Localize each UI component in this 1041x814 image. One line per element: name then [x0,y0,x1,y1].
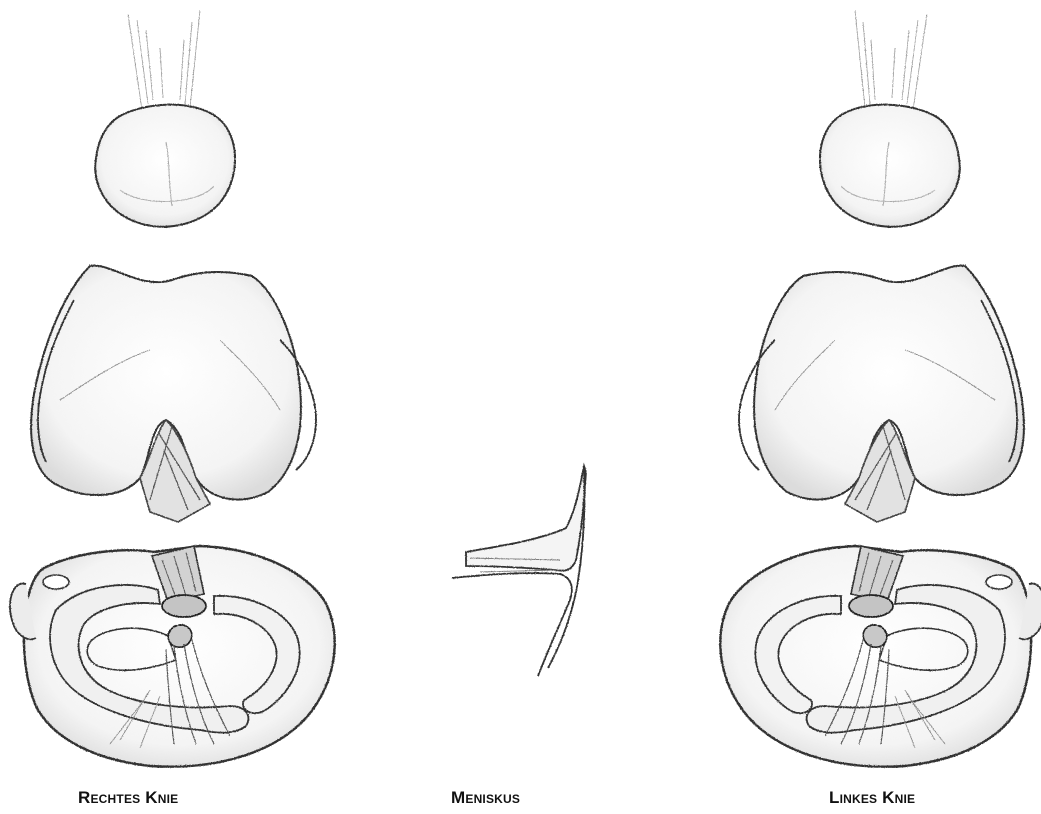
right-knee-drawing [10,10,335,767]
right-knee-label: Rechtes Knie [78,788,178,808]
left-knee-drawing [720,10,1041,767]
meniscus-label: Meniskus [451,788,520,808]
left-knee-label: Linkes Knie [829,788,915,808]
meniscus-cross-section [452,466,586,676]
